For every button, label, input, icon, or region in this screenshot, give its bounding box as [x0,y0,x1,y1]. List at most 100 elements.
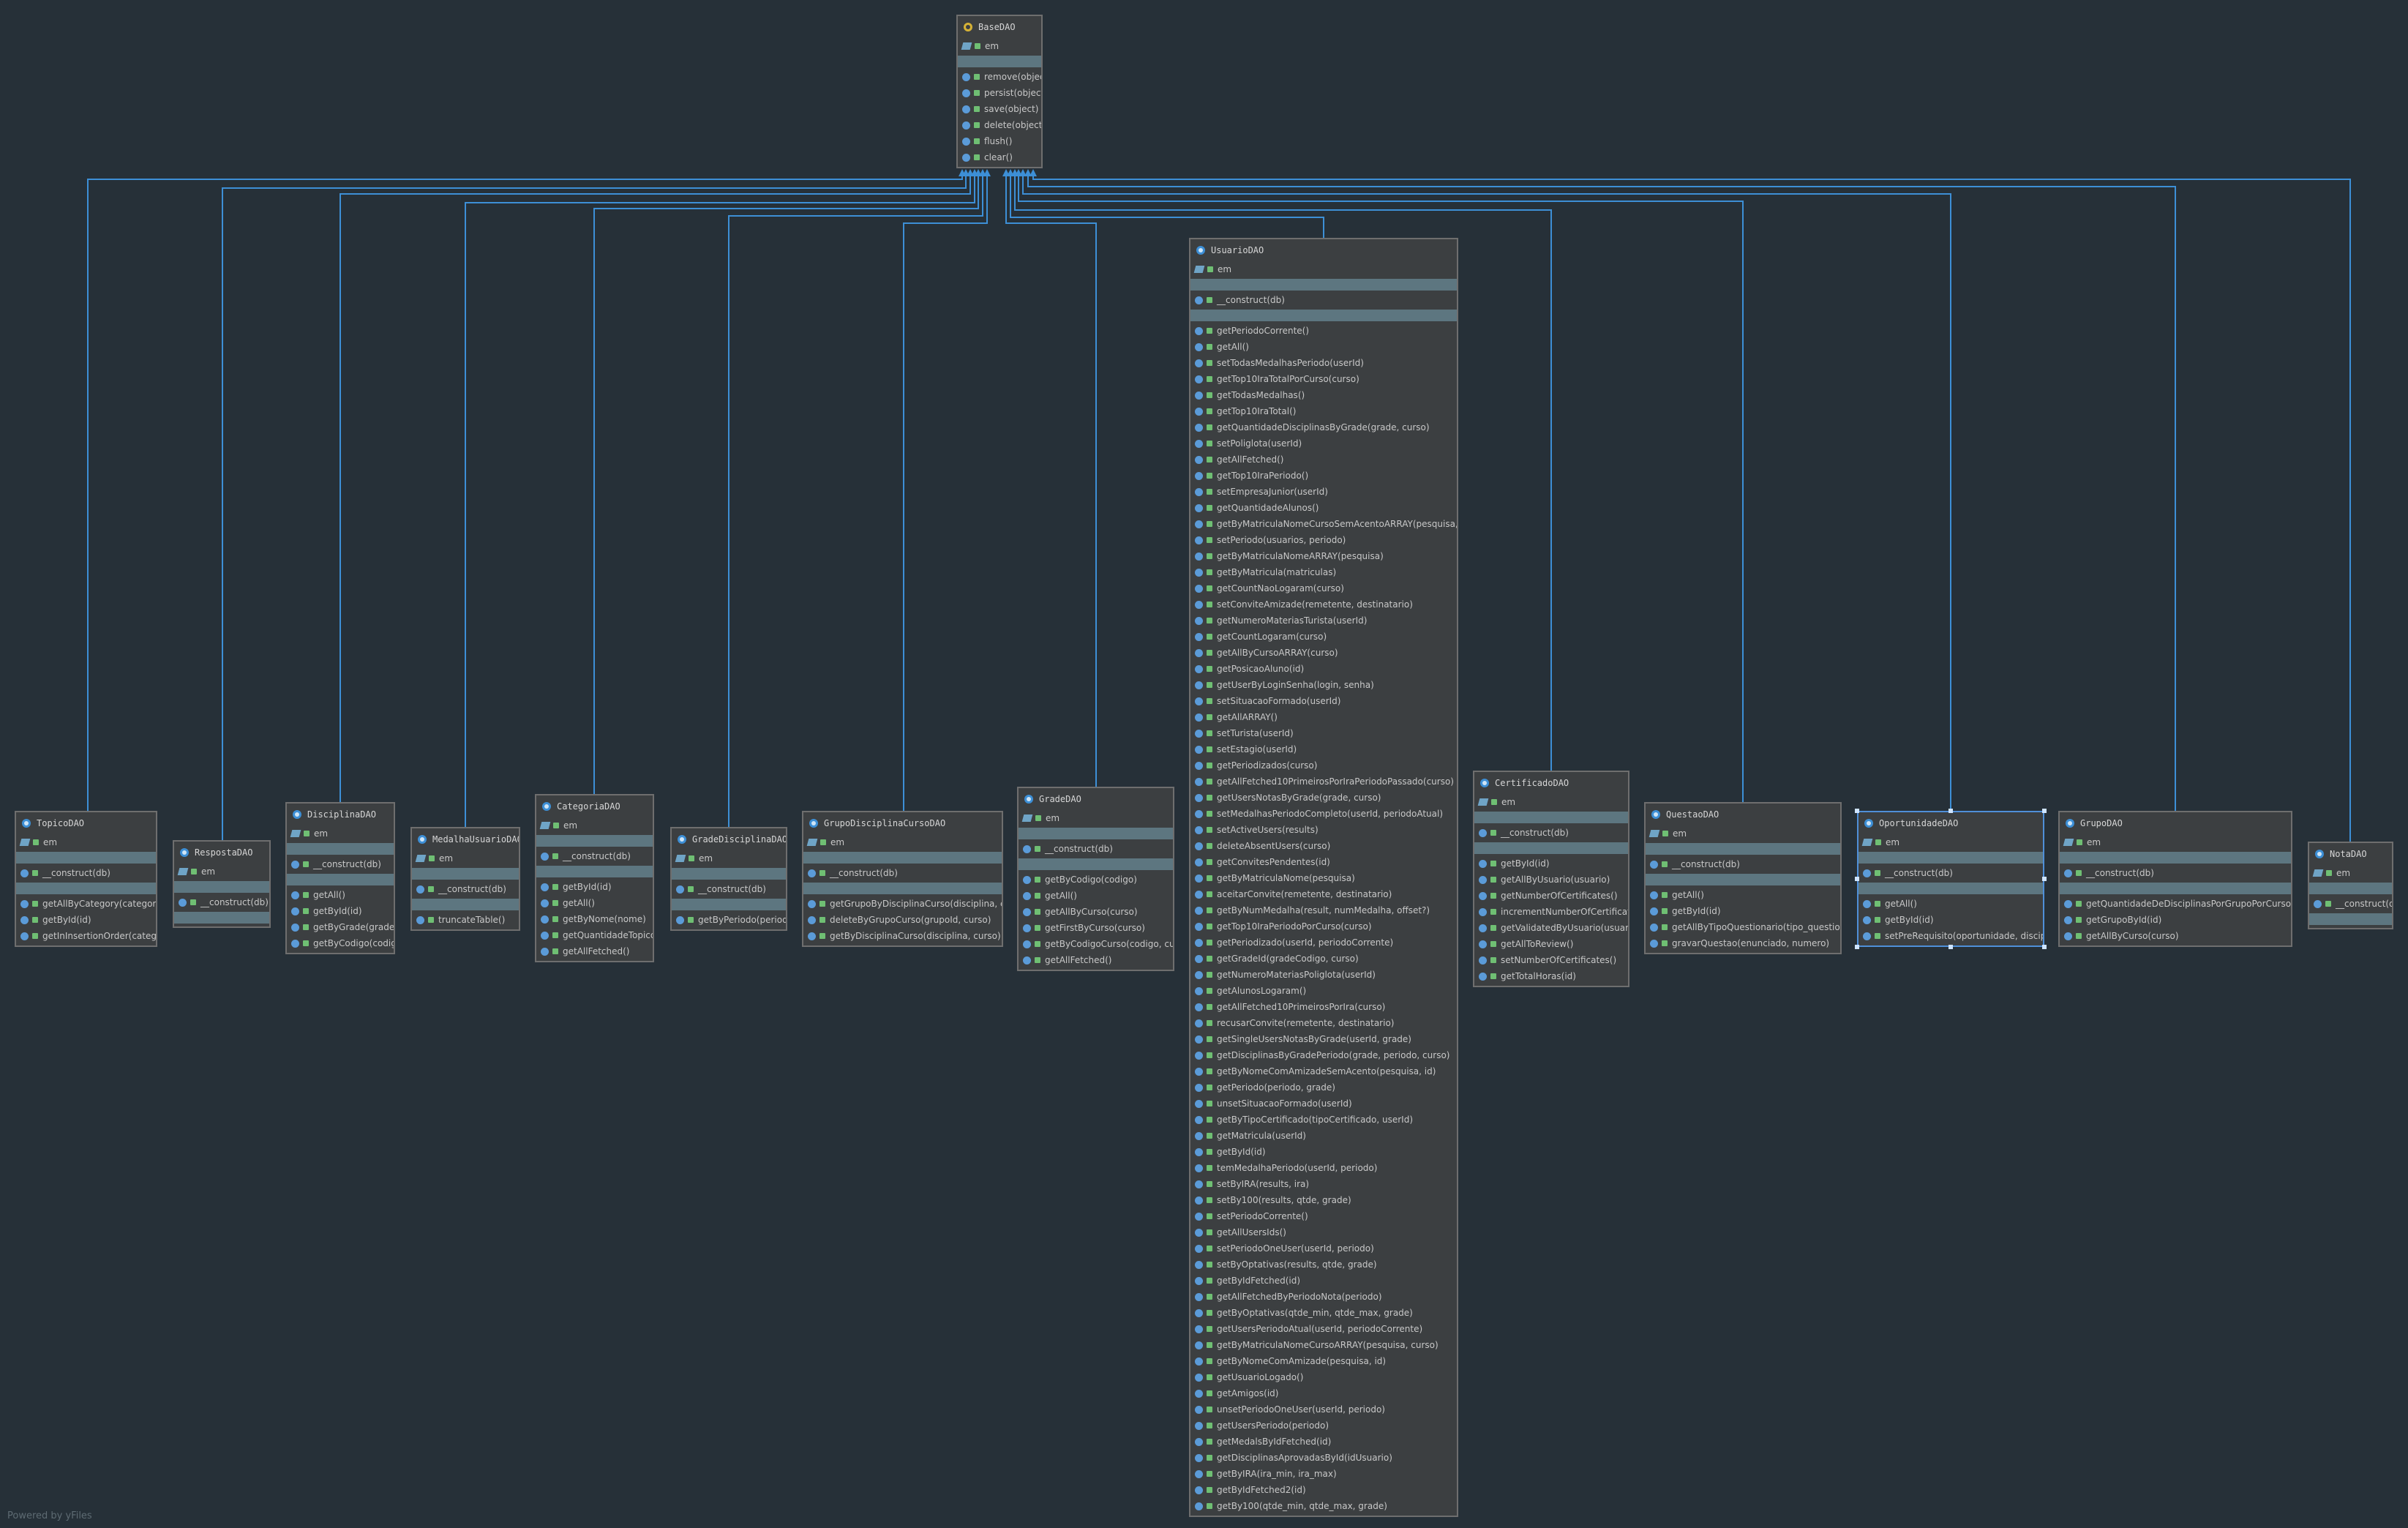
selection-handle[interactable] [2042,809,2047,813]
selection-handle[interactable] [1855,877,1859,881]
public-lock-icon [1207,376,1212,382]
public-lock-icon [1490,925,1496,931]
field-icon [290,830,301,837]
method-signature: setSituacaoFormado(userId) [1217,696,1341,706]
section-separator [174,881,269,893]
method-row: getByMatriculaNomeARRAY(pesquisa) [1190,548,1457,564]
method-row: __construct(db) [1646,856,1840,872]
method-signature: aceitarConvite(remetente, destinatario) [1217,889,1392,899]
method-signature: setPeriodoOneUser(userId, periodo) [1217,1243,1374,1254]
inheritance-arrowhead [1029,169,1037,176]
method-icon [1195,890,1203,899]
class-header: GradeDisciplinaDAO [672,828,786,850]
method-icon [808,899,816,908]
selection-handle[interactable] [1855,809,1859,813]
method-icon [1195,520,1203,528]
selection-handle[interactable] [1855,945,1859,949]
field-icon [1861,839,1873,846]
method-signature: getAllByCategory(categoria) [42,899,157,909]
method-signature: getAllByCurso(curso) [1045,907,1138,917]
method-row: getAllByCategory(categoria) [16,896,156,912]
method-row: getByOptativas(qtde_min, qtde_max, grade… [1190,1305,1457,1321]
public-lock-icon [1207,1326,1212,1332]
method-signature: getAllFetched10PrimeirosPorIraPeriodoPas… [1217,776,1454,787]
method-signature: delete(object) [984,120,1043,130]
method-row: __construct(db) [174,894,269,910]
method-row: flush() [958,133,1041,149]
class-node-basedao[interactable]: BaseDAOemremove(object)persist(object)sa… [956,15,1043,168]
public-lock-icon [1207,344,1212,350]
public-lock-icon [1207,1004,1212,1010]
method-signature: getByCodigoCurso(codigo, curso) [1045,939,1174,949]
method-row: delete(object) [958,117,1041,133]
method-icon [179,898,187,907]
field-icon [177,868,189,875]
class-header: GrupoDisciplinaCursoDAO [803,812,1002,834]
method-signature: getByMatriculaNomeCursoSemAcentoARRAY(pe… [1217,519,1458,529]
method-row: getTop10IraPeriodoPorCurso(curso) [1190,918,1457,935]
field-name: em [985,41,999,51]
method-signature: temMedalhaPeriodo(userId, periodo) [1217,1163,1378,1173]
method-signature: getAllByUsuario(usuario) [1501,875,1610,885]
method-signature: getNumeroMateriasTurista(userId) [1217,615,1368,626]
method-signature: getByDisciplinaCurso(disciplina, curso) [830,931,1001,941]
method-row: setMedalhasPeriodoCompleto(userId, perio… [1190,806,1457,822]
public-lock-icon [1207,843,1212,849]
method-icon [1195,1164,1203,1172]
method-row: setPeriodo(usuarios, periodo) [1190,532,1457,548]
section-separator [672,868,786,880]
public-lock-icon [303,861,309,867]
public-lock-icon [1207,1052,1212,1058]
selection-handle[interactable] [2042,945,2047,949]
method-icon [1479,940,1487,948]
public-lock-icon [1207,392,1212,398]
method-icon [1023,875,1031,884]
public-lock-icon [428,886,434,892]
method-icon [1479,924,1487,932]
public-lock-icon [1207,1246,1212,1251]
method-row: getMatricula(userId) [1190,1128,1457,1144]
selection-handle[interactable] [2042,877,2047,881]
method-icon [1195,922,1203,931]
method-signature: getCountLogaram(curso) [1217,632,1327,642]
selection-handle[interactable] [1948,809,1953,813]
field-icon [19,839,31,846]
public-lock-icon [303,908,309,914]
method-signature: getByIdFetched2(id) [1217,1485,1306,1495]
method-row: getUsersPeriodoAtual(userId, periodoCorr… [1190,1321,1457,1337]
method-icon [1195,1035,1203,1044]
field-icon [2312,869,2324,877]
public-lock-icon [1035,846,1040,852]
method-row: getById(id) [1858,912,2043,928]
public-lock-icon [1207,1068,1212,1074]
public-lock-icon [1490,877,1496,883]
method-signature: getSingleUsersNotasByGrade(userId, grade… [1217,1034,1411,1044]
method-signature: getAllByCurso(curso) [2086,931,2179,941]
selection-handle[interactable] [1948,945,1953,949]
method-signature: __construct(db) [830,868,898,878]
field-row: em [672,850,786,866]
field-row: em [1474,794,1628,810]
inheritance-edge-gradedisciplinadao [728,176,983,827]
method-icon [1023,891,1031,900]
class-icon [418,835,427,844]
method-row: getQuantidadeDeDisciplinasPorGrupoPorCur… [2060,896,2291,912]
method-icon [1195,584,1203,593]
method-signature: flush() [984,136,1013,146]
method-signature: getAll() [563,898,595,908]
section-separator [1858,883,2043,894]
